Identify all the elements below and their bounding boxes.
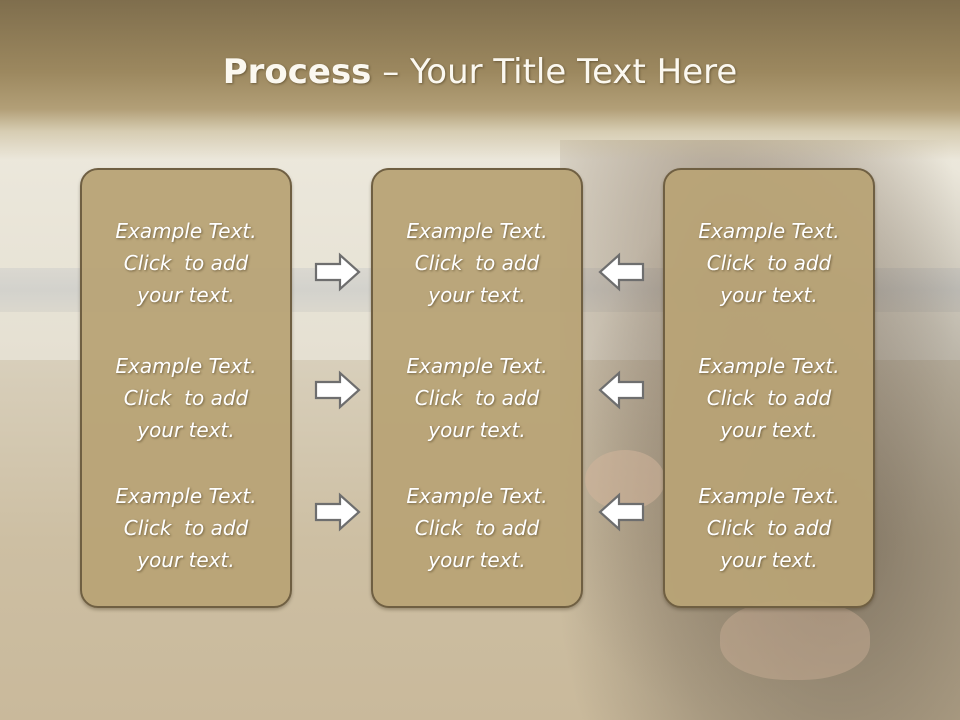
text-line: Example Text.: [406, 354, 548, 378]
text-line: your text.: [137, 548, 235, 572]
text-line: your text.: [720, 418, 818, 442]
title-bold: Process: [222, 52, 372, 92]
background-hand: [585, 450, 665, 510]
text-line: Click to add: [706, 386, 832, 410]
text-line: your text.: [720, 548, 818, 572]
text-line: Example Text.: [698, 219, 840, 243]
text-line: Click to add: [414, 516, 540, 540]
text-line: Click to add: [414, 251, 540, 275]
background-hand: [720, 600, 870, 680]
text-placeholder[interactable]: Example Text. Click to add your text.: [373, 350, 581, 446]
text-placeholder[interactable]: Example Text. Click to add your text.: [665, 480, 873, 576]
text-line: Click to add: [123, 251, 249, 275]
text-line: your text.: [428, 548, 526, 572]
text-line: your text.: [720, 283, 818, 307]
text-line: Example Text.: [115, 484, 257, 508]
arrow-left-icon[interactable]: [597, 252, 645, 292]
text-placeholder[interactable]: Example Text. Click to add your text.: [373, 480, 581, 576]
text-line: your text.: [428, 418, 526, 442]
text-line: Example Text.: [406, 219, 548, 243]
arrow-left-icon[interactable]: [597, 492, 645, 532]
process-box-right[interactable]: Example Text. Click to add your text. Ex…: [663, 168, 875, 608]
text-placeholder[interactable]: Example Text. Click to add your text.: [665, 350, 873, 446]
text-placeholder[interactable]: Example Text. Click to add your text.: [665, 215, 873, 311]
text-placeholder[interactable]: Example Text. Click to add your text.: [82, 350, 290, 446]
process-box-center[interactable]: Example Text. Click to add your text. Ex…: [371, 168, 583, 608]
arrow-right-icon[interactable]: [314, 252, 362, 292]
text-line: Example Text.: [406, 484, 548, 508]
title-rest: – Your Title Text Here: [371, 52, 738, 92]
text-line: your text.: [137, 283, 235, 307]
title-band: [0, 0, 960, 160]
text-line: Example Text.: [115, 354, 257, 378]
text-line: Click to add: [706, 516, 832, 540]
process-box-left[interactable]: Example Text. Click to add your text. Ex…: [80, 168, 292, 608]
text-line: Click to add: [414, 386, 540, 410]
arrow-left-icon[interactable]: [597, 370, 645, 410]
text-line: Example Text.: [698, 484, 840, 508]
text-line: Example Text.: [115, 219, 257, 243]
slide-title[interactable]: Process – Your Title Text Here: [0, 52, 960, 92]
arrow-right-icon[interactable]: [314, 370, 362, 410]
text-line: your text.: [137, 418, 235, 442]
text-line: your text.: [428, 283, 526, 307]
text-placeholder[interactable]: Example Text. Click to add your text.: [82, 480, 290, 576]
text-line: Click to add: [123, 386, 249, 410]
text-line: Click to add: [123, 516, 249, 540]
text-placeholder[interactable]: Example Text. Click to add your text.: [373, 215, 581, 311]
text-line: Example Text.: [698, 354, 840, 378]
arrow-right-icon[interactable]: [314, 492, 362, 532]
text-line: Click to add: [706, 251, 832, 275]
text-placeholder[interactable]: Example Text. Click to add your text.: [82, 215, 290, 311]
